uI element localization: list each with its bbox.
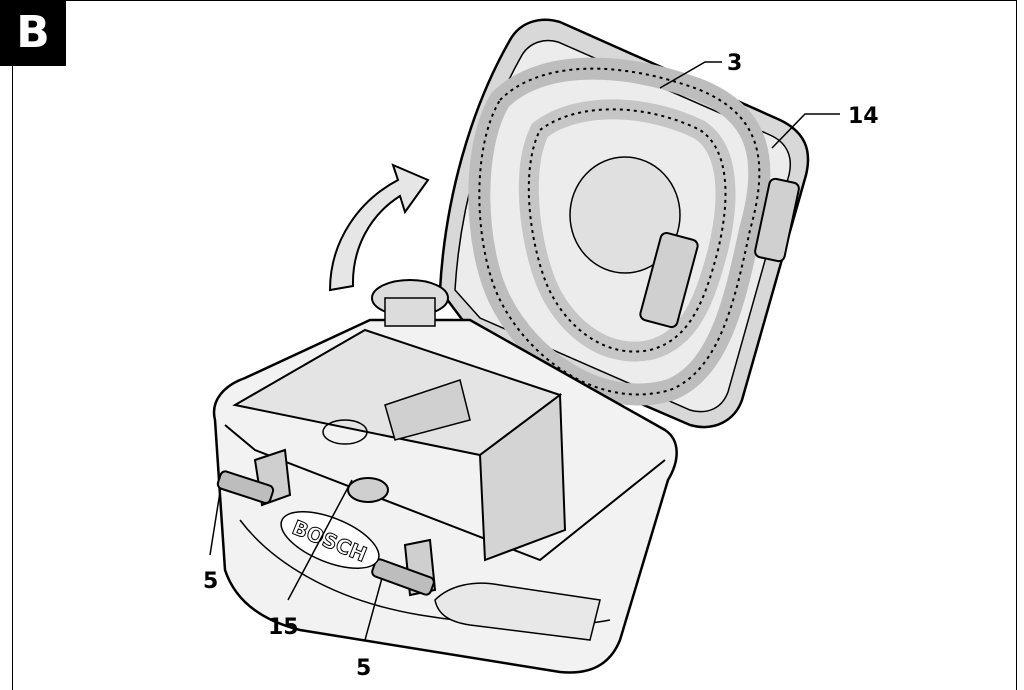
inner-unit [232,279,567,562]
knob [347,477,389,503]
figure-label: B [0,0,66,66]
hose-end-fittings [639,177,800,329]
coiled-hose [468,57,771,406]
latch-left [216,448,292,507]
callout-latch-right: 5 [356,656,371,681]
callout-knob: 15 [268,615,299,640]
callout-hose-holder: 14 [848,104,879,129]
callout-latch-left: 5 [203,569,218,594]
open-direction-arrow [328,163,430,292]
figure-frame [12,0,1017,690]
leader-lines [209,61,840,641]
latch-right [371,538,437,597]
callout-hose: 3 [727,51,742,76]
